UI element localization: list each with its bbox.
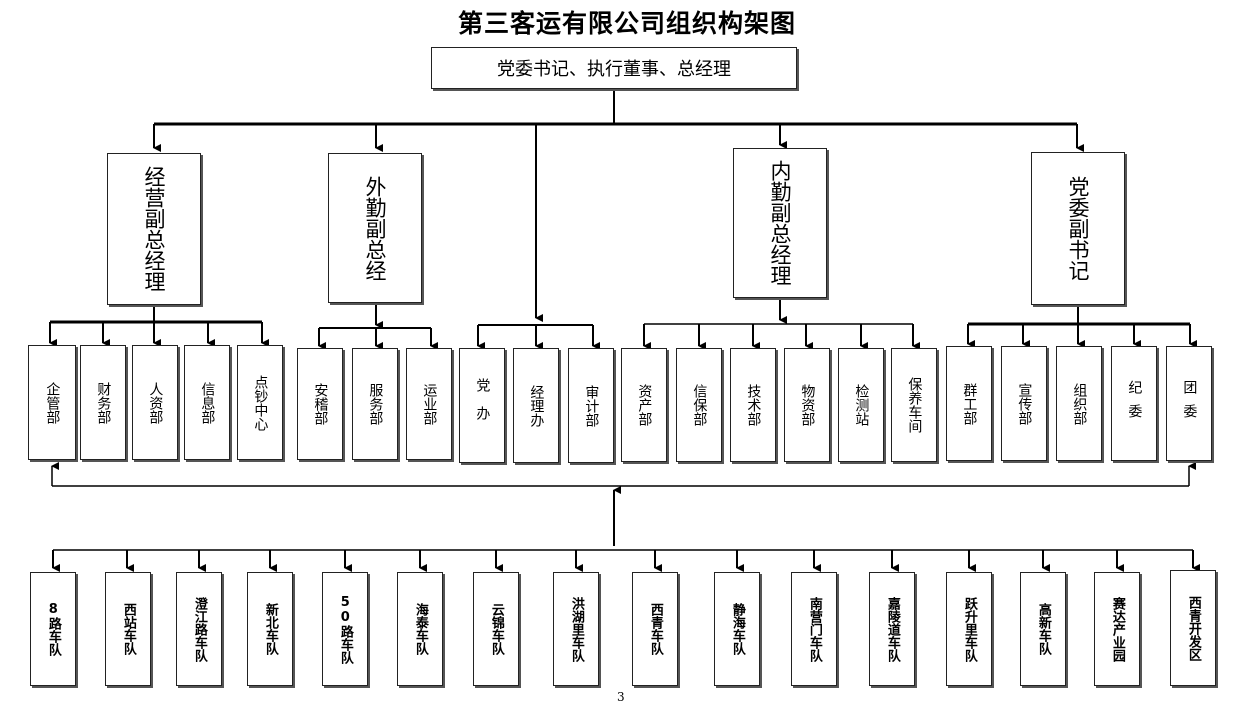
fleet-box: 8路车队 [30,572,76,686]
dept-box: 资产部 [621,348,667,462]
fleet-label: 跃升里车队 [961,596,977,662]
page-number: 3 [617,690,625,704]
fleet-label: 西站车队 [120,603,136,655]
fleet-box: 澄江路车队 [176,572,222,686]
fleet-box: 海泰车队 [397,572,443,686]
fleet-box: 南营门车队 [791,572,837,686]
dept-box: 检测站 [838,348,884,462]
fleet-box: 50路车队 [322,572,368,686]
dept-label: 技术部 [745,384,762,426]
dept-box: 财务部 [80,345,126,460]
manager-box-party-deputy: 党委副书记 [1031,152,1125,305]
manager-box-field: 外勤副总经 [328,153,422,303]
dept-label: 团委 [1181,379,1198,428]
fleet-label: 8路车队 [45,602,61,656]
dept-box: 企管部 [28,345,76,460]
dept-box: 运业部 [406,348,452,460]
dept-label: 党办 [474,377,491,434]
dept-box: 组织部 [1056,346,1102,461]
dept-label: 企管部 [44,381,61,424]
dept-box: 技术部 [730,348,776,462]
dept-label: 群工部 [961,382,978,425]
fleet-box: 西青开发区 [1170,570,1216,686]
fleet-label: 云锦车队 [488,603,504,655]
dept-label: 财务部 [95,381,112,424]
dept-label: 宣传部 [1016,382,1033,425]
dept-box: 信保部 [676,348,722,462]
dept-label: 经理办 [528,384,545,427]
fleet-box: 新北车队 [247,572,293,686]
dept-label: 物资部 [799,384,816,426]
fleet-label: 西青开发区 [1185,595,1201,661]
manager-label: 外勤副总经 [363,175,388,281]
top-leadership-label: 党委书记、执行董事、总经理 [497,59,731,80]
fleet-box: 西青车队 [632,572,678,686]
fleet-label: 西青车队 [647,603,663,655]
fleet-label: 赛达产业园 [1109,596,1125,662]
dept-box: 保养车间 [891,348,937,462]
dept-label: 安稽部 [312,383,329,425]
chart-title: 第三客运有限公司组织构架图 [457,9,796,38]
dept-box: 党办 [459,348,505,463]
dept-label: 保养车间 [906,377,923,433]
fleet-box: 洪湖里车队 [553,572,599,686]
dept-label: 纪委 [1126,379,1143,428]
fleet-box: 高新车队 [1020,572,1066,686]
dept-box: 信息部 [184,345,230,460]
manager-label: 党委副书记 [1066,176,1091,281]
fleet-box: 西站车队 [105,572,151,686]
fleet-label: 海泰车队 [412,603,428,655]
fleet-box: 赛达产业园 [1094,572,1140,686]
dept-label: 信保部 [691,384,708,426]
dept-box: 宣传部 [1001,346,1047,461]
dept-label: 信息部 [199,381,216,424]
fleet-label: 嘉陵道车队 [884,596,900,662]
fleet-label: 洪湖里车队 [568,596,584,662]
dept-label: 人资部 [147,381,164,424]
manager-label: 内勤副总经理 [768,160,793,286]
dept-box: 点钞中心 [237,345,283,460]
fleet-label: 南营门车队 [806,596,822,662]
fleet-label: 高新车队 [1035,603,1051,655]
dept-box: 人资部 [132,345,178,460]
manager-label: 经营副总经理 [142,166,167,292]
dept-box: 经理办 [513,348,559,463]
dept-box: 安稽部 [297,348,343,460]
dept-box: 审计部 [568,348,614,463]
fleet-label: 静海车队 [729,603,745,655]
top-leadership-box: 党委书记、执行董事、总经理 [431,47,797,89]
fleet-box: 静海车队 [714,572,760,686]
dept-box: 群工部 [946,346,992,461]
dept-box: 服务部 [352,348,398,460]
dept-box: 团委 [1166,346,1212,461]
dept-label: 点钞中心 [252,374,269,431]
fleet-label: 50路车队 [337,594,353,664]
fleet-box: 云锦车队 [473,572,519,686]
fleet-box: 嘉陵道车队 [869,572,915,686]
dept-label: 审计部 [583,384,600,427]
fleet-label: 新北车队 [262,603,278,655]
dept-box: 纪委 [1111,346,1157,461]
fleet-box: 跃升里车队 [946,572,992,686]
dept-label: 服务部 [367,383,384,425]
manager-box-operations: 经营副总经理 [107,153,201,305]
fleet-label: 澄江路车队 [191,596,207,662]
dept-label: 资产部 [636,384,653,426]
dept-box: 物资部 [784,348,830,462]
dept-label: 运业部 [421,383,438,425]
dept-label: 组织部 [1071,382,1088,425]
dept-label: 检测站 [853,384,870,426]
manager-box-internal: 内勤副总经理 [733,148,827,298]
